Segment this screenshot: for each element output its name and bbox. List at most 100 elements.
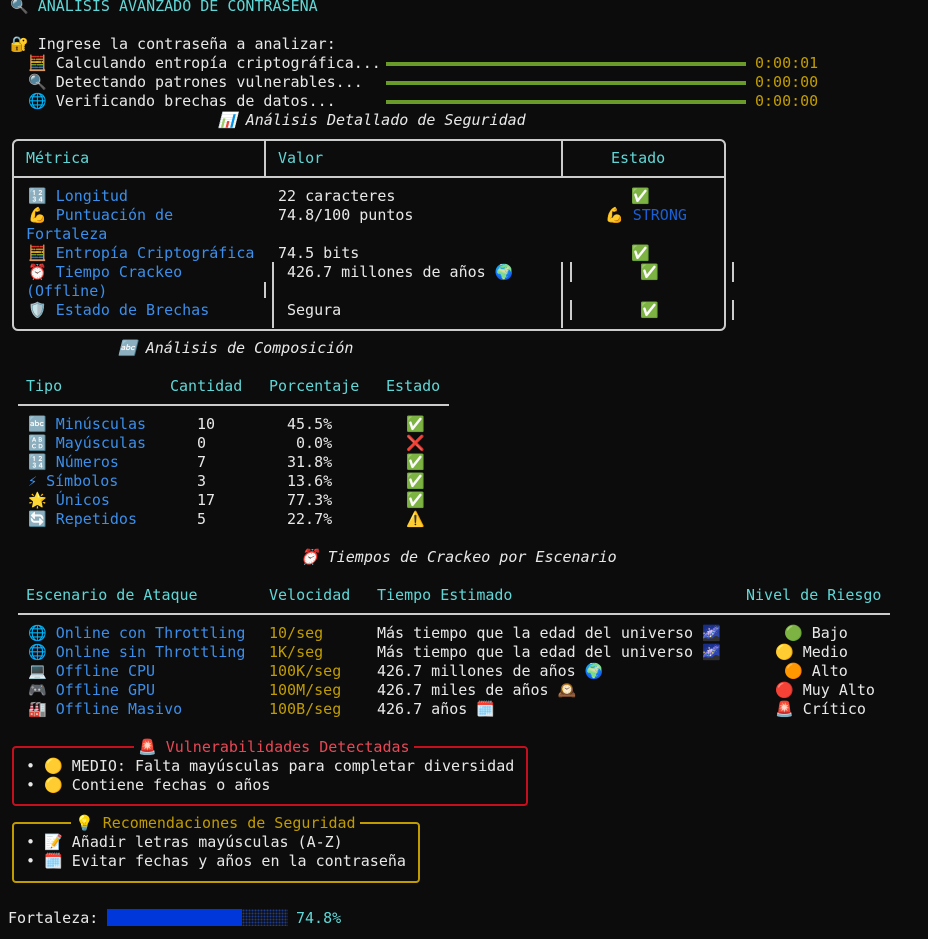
check-icon: ✅	[640, 263, 659, 281]
check-icon: ✅	[406, 453, 425, 471]
crack-header-risk: Nivel de Riesgo	[746, 586, 882, 604]
count-cell: 3	[197, 472, 207, 490]
table-header-metric: Métrica	[26, 149, 90, 167]
metric-value: Segura	[287, 301, 342, 319]
crack-title: ⏰ Tiempos de Crackeo por Escenario	[300, 548, 617, 566]
count-cell: 5	[197, 510, 207, 528]
speed-cell: 100B/seg	[269, 700, 342, 718]
table-row: 🌟 Únicos	[28, 491, 110, 509]
table-header-status: Estado	[611, 149, 666, 167]
count-cell: 0	[197, 434, 207, 452]
composition-header-count: Cantidad	[170, 377, 243, 395]
check-icon: ✅	[406, 472, 425, 490]
strength-bar-track	[107, 909, 288, 926]
table-row: 🏭 Offline Masivo	[28, 700, 183, 718]
recommendation-item: • 📝 Añadir letras mayúsculas (A-Z)	[26, 833, 343, 851]
risk-cell: 🟢 Bajo	[784, 624, 848, 642]
page-title: 🔍 ANÁLISIS AVANZADO DE CONTRASEÑA	[10, 0, 318, 15]
progress-label-breaches: 🌐 Verificando brechas de datos...	[28, 92, 336, 110]
progress-label-entropy: 🧮 Calculando entropía criptográfica...	[28, 54, 381, 72]
numbers-icon: 🔢	[28, 187, 47, 205]
table-row: 🛡️ Estado de Brechas	[28, 301, 210, 319]
repeat-icon: 🔄	[28, 510, 47, 528]
risk-cell: 🔴 Muy Alto	[775, 681, 875, 699]
column-divider	[732, 300, 734, 320]
composition-header-status: Estado	[386, 377, 441, 395]
risk-cell: 🚨 Crítico	[775, 700, 866, 718]
table-row: 🌐 Online sin Throttling	[28, 643, 246, 661]
metric-label-continued: Fortaleza	[26, 225, 108, 243]
table-row: ⚡ Símbolos	[28, 472, 119, 490]
alarm-clock-icon: ⏰	[28, 263, 47, 281]
progress-label-patterns: 🔍 Detectando patrones vulnerables...	[28, 73, 363, 91]
time-cell: Más tiempo que la edad del universo 🌌	[377, 643, 721, 661]
table-header-value: Valor	[278, 149, 324, 167]
column-divider	[570, 262, 572, 282]
crack-divider	[18, 613, 890, 615]
speed-cell: 100K/seg	[269, 662, 342, 680]
percent-cell: 45.5%	[287, 415, 333, 433]
sun-icon: 🌟	[28, 491, 47, 509]
warning-icon: ⚠️	[406, 510, 425, 528]
security-table-border	[12, 139, 726, 331]
table-row: 🔤 Minúsculas	[28, 415, 147, 433]
factory-icon: 🏭	[28, 700, 47, 718]
column-divider	[264, 139, 266, 177]
crack-header-speed: Velocidad	[269, 586, 351, 604]
speed-cell: 1K/seg	[269, 643, 324, 661]
metric-label-continued: (Offline)	[26, 282, 108, 300]
progress-time-patterns: 0:00:00	[755, 73, 819, 91]
metric-value: 426.7 millones de años 🌍	[287, 263, 514, 281]
risk-cell: 🟠 Alto	[784, 662, 848, 680]
strength-bar-fill	[107, 909, 243, 926]
time-cell: 426.7 millones de años 🌍	[377, 662, 604, 680]
table-row: 🧮 Entropía Criptográfica	[28, 244, 255, 262]
column-divider	[272, 262, 274, 328]
table-row: 🔢 Números	[28, 453, 119, 471]
time-cell: 426.7 años 🗓️	[377, 700, 496, 718]
percent-cell: 0.0%	[296, 434, 333, 452]
composition-divider	[18, 404, 449, 406]
check-icon: ✅	[406, 491, 425, 509]
globe-icon: 🌐	[28, 624, 47, 642]
table-row: 🔄 Repetidos	[28, 510, 137, 528]
composition-header-type: Tipo	[26, 377, 63, 395]
column-divider	[561, 262, 563, 328]
table-row: 🔠 Mayúsculas	[28, 434, 147, 452]
uppercase-icon: 🔠	[28, 434, 47, 452]
column-divider	[264, 282, 266, 298]
shield-icon: 🛡️	[28, 301, 47, 319]
time-cell: Más tiempo que la edad del universo 🌌	[377, 624, 721, 642]
progress-bar-entropy	[386, 62, 746, 66]
table-row: 🎮 Offline GPU	[28, 681, 156, 699]
table-row: 💪 Puntuación de	[28, 206, 174, 224]
composition-title: 🔤 Análisis de Composición	[118, 339, 354, 357]
strength-value: 74.8%	[296, 909, 342, 927]
laptop-icon: 💻	[28, 662, 47, 680]
progress-bar-breaches	[386, 100, 746, 104]
lowercase-icon: 🔤	[28, 415, 47, 433]
password-prompt[interactable]: 🔐 Ingrese la contraseña a analizar:	[10, 35, 336, 53]
metric-value: 74.8/100 puntos	[278, 206, 414, 224]
crack-header-time: Tiempo Estimado	[377, 586, 513, 604]
progress-time-breaches: 0:00:00	[755, 92, 819, 110]
progress-time-entropy: 0:00:01	[755, 54, 819, 72]
crack-header-scenario: Escenario de Ataque	[26, 586, 198, 604]
magnifier-icon: 🔍	[28, 73, 47, 91]
globe-icon: 🌐	[28, 92, 47, 110]
column-divider	[561, 139, 563, 177]
table-row: 💻 Offline CPU	[28, 662, 156, 680]
count-cell: 7	[197, 453, 207, 471]
vulnerability-item: • 🟡 Contiene fechas o años	[26, 776, 271, 794]
speed-cell: 10/seg	[269, 624, 324, 642]
recommendation-item: • 🗓️ Evitar fechas y años en la contrase…	[26, 852, 406, 870]
speed-cell: 100M/seg	[269, 681, 342, 699]
progress-bar-patterns	[386, 81, 746, 85]
metric-value: 22 caracteres	[278, 187, 396, 205]
lightning-icon: ⚡	[28, 472, 38, 490]
percent-cell: 77.3%	[287, 491, 333, 509]
composition-header-percent: Porcentaje	[269, 377, 360, 395]
column-divider	[570, 300, 572, 320]
vulnerability-item: • 🟡 MEDIO: Falta mayúsculas para complet…	[26, 757, 515, 775]
column-divider	[732, 262, 734, 282]
